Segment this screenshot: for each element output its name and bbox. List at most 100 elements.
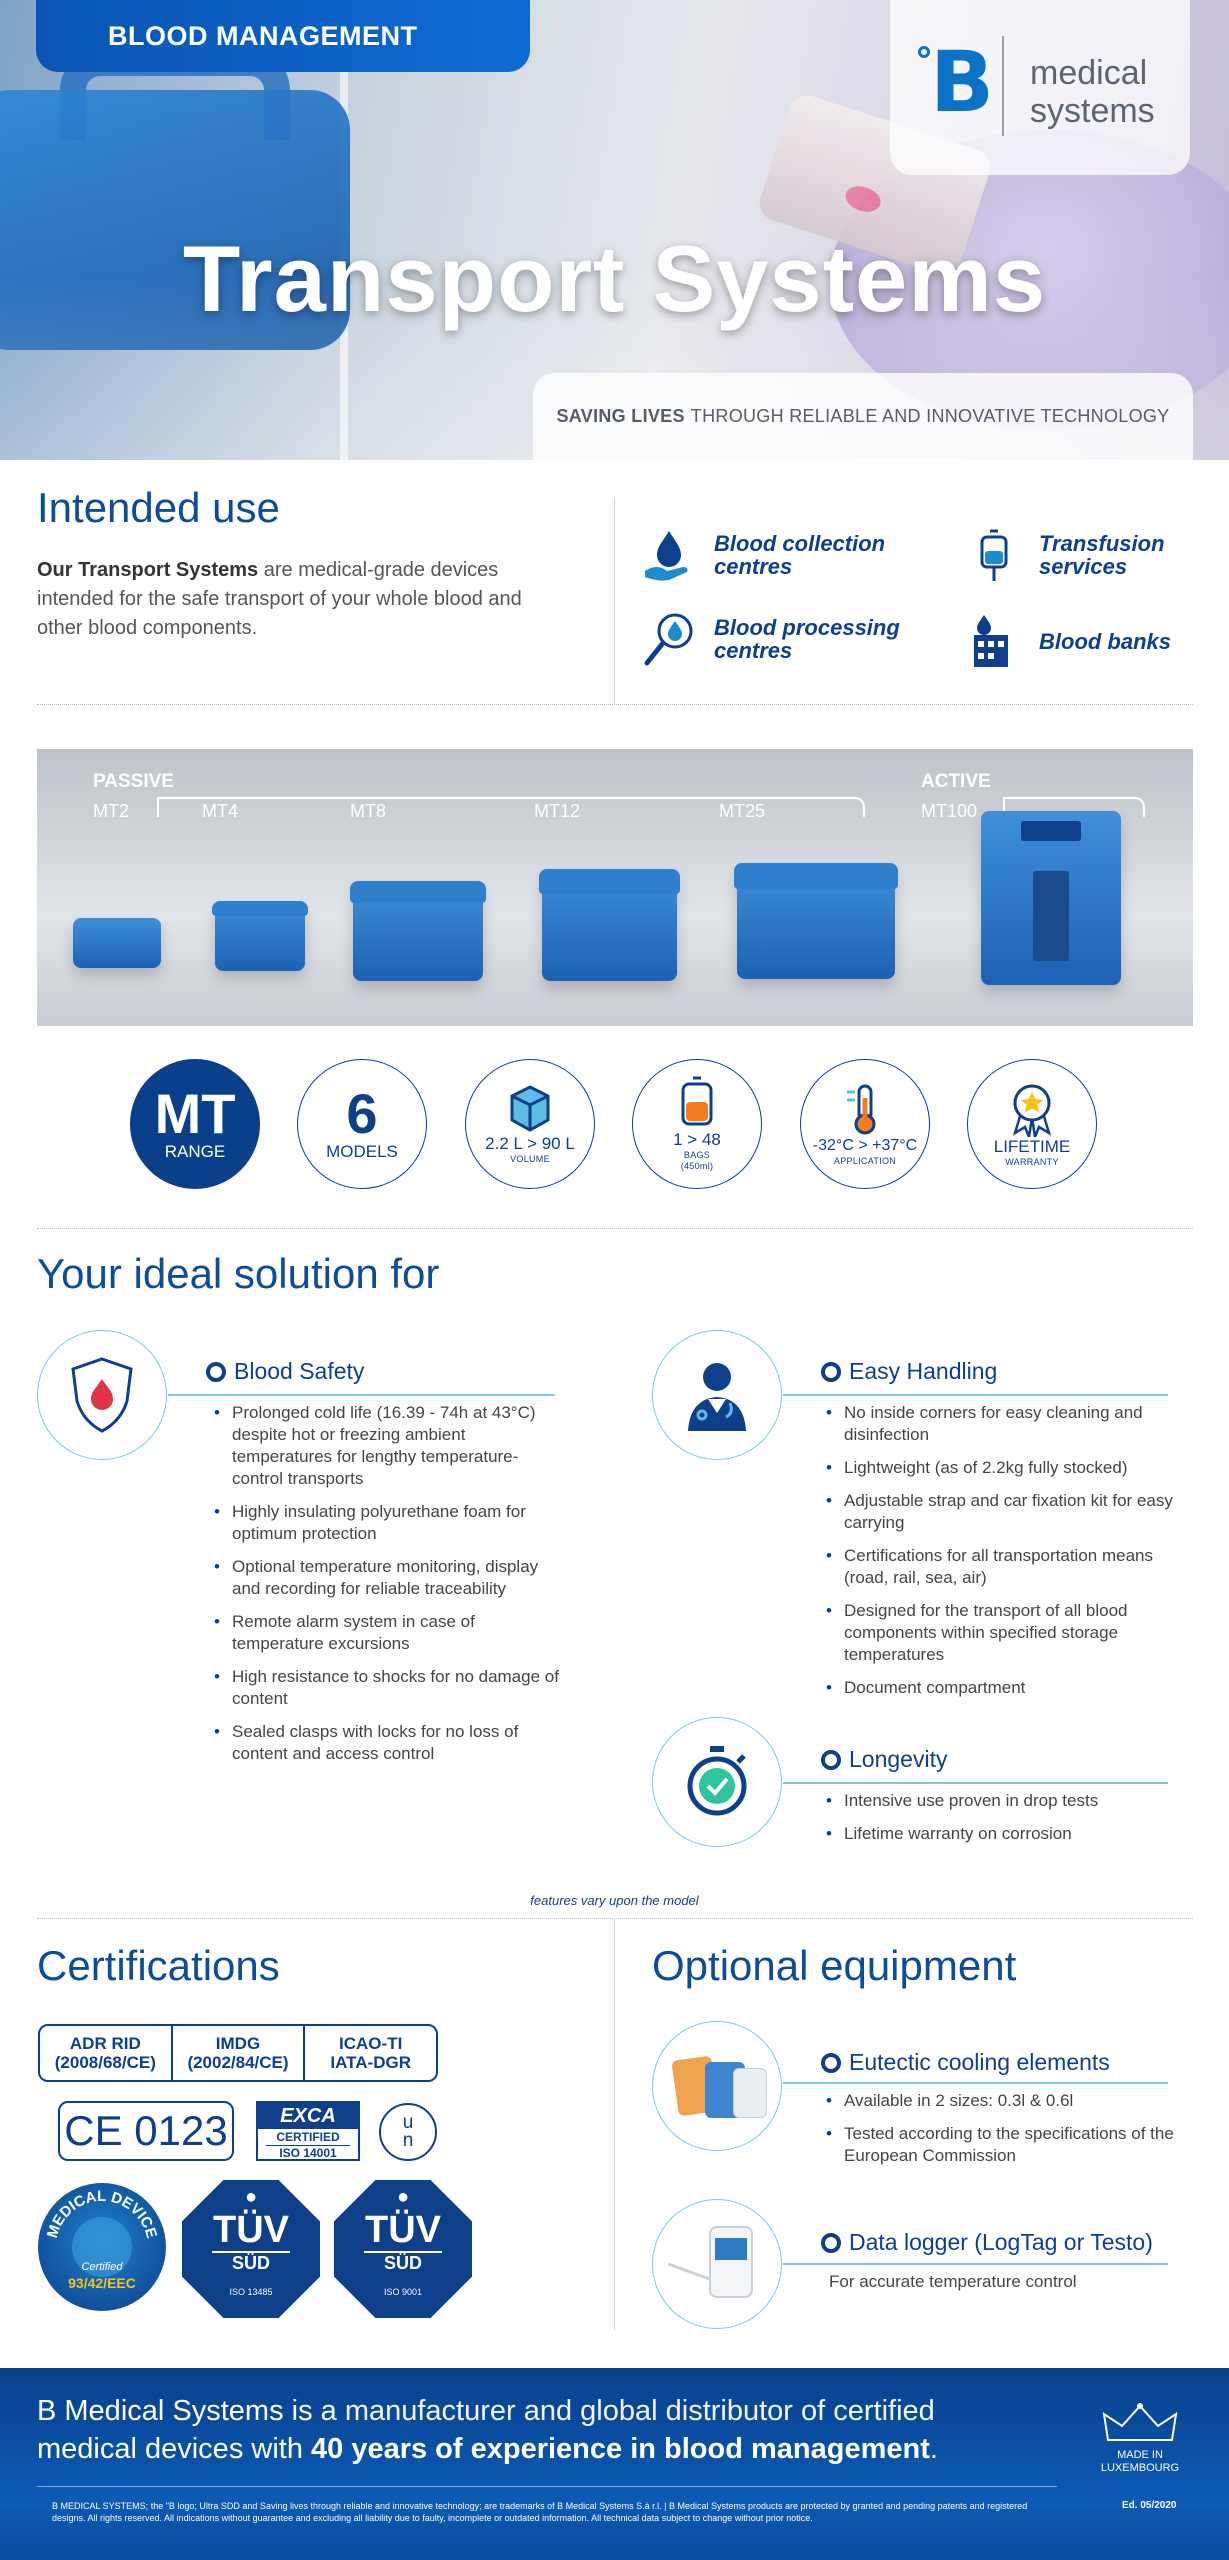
blood-bag-icon — [681, 1076, 713, 1126]
data-logger-desc: For accurate temperature control — [829, 2272, 1077, 2291]
longevity-badge — [652, 1717, 782, 1847]
list-item: Tested according to the specifications o… — [826, 2123, 1186, 2167]
easy-handling-title: Easy Handling — [821, 1358, 997, 1385]
list-item: Document compartment — [826, 1677, 1186, 1699]
stopwatch-check-icon — [687, 1746, 747, 1816]
product-mt8-image — [350, 881, 486, 981]
list-item: Certifications for all transportation me… — [826, 1545, 1186, 1589]
model-label: MT4 — [202, 801, 238, 821]
tagline-bold: SAVING LIVES — [556, 406, 685, 426]
un-mark: u n — [379, 2103, 437, 2161]
blood-safety-title: Blood Safety — [206, 1358, 364, 1385]
optional-equipment-heading: Optional equipment — [652, 1942, 1017, 1989]
eutectic-list: Available in 2 sizes: 0.3l & 0.6l Tested… — [826, 2090, 1186, 2178]
transfusion-bag-icon — [965, 526, 1023, 584]
bullet-ring-icon — [821, 1361, 841, 1382]
active-label: ACTIVE — [921, 771, 991, 792]
longevity-list: Intensive use proven in drop tests Lifet… — [826, 1790, 1186, 1856]
logo-line2: systems — [1030, 92, 1155, 130]
list-item: Remote alarm system in case of temperatu… — [214, 1611, 564, 1655]
bullet-ring-icon — [821, 1749, 841, 1770]
bullet-ring-icon — [206, 1361, 226, 1382]
product-mt2-image — [73, 918, 161, 968]
category-banner: BLOOD MANAGEMENT — [36, 0, 530, 72]
ce-mark: CE 0123 — [58, 2101, 234, 2161]
magnifier-drop-icon — [640, 610, 698, 668]
logo-line1: medical — [1030, 54, 1148, 92]
easy-handling-badge — [652, 1330, 782, 1460]
thermometer-icon — [847, 1084, 876, 1134]
stat-warranty: LIFETIME WARRANTY — [967, 1059, 1097, 1189]
data-logger-image — [652, 2199, 782, 2329]
stat-models: 6 MODELS — [297, 1059, 427, 1189]
stat-range: MT RANGE — [130, 1059, 260, 1189]
tuv-iso13485-badge: ● TÜV SÜD ISO 13485 — [182, 2180, 320, 2318]
certifications-heading: Certifications — [37, 1942, 280, 1989]
tagline: SAVING LIVES THROUGH RELIABLE AND INNOVA… — [533, 373, 1193, 460]
exca-iso14001-badge: EXCA CERTIFIED ISO 14001 — [256, 2101, 360, 2161]
divider — [37, 2486, 1057, 2487]
list-item: Intensive use proven in drop tests — [826, 1790, 1186, 1812]
divider — [37, 1918, 1193, 1919]
shield-drop-icon — [71, 1357, 133, 1433]
building-drop-icon — [965, 612, 1023, 670]
data-logger-title: Data logger (LogTag or Testo) — [821, 2229, 1153, 2256]
page-title: Transport Systems — [182, 226, 1047, 331]
edition-label: Ed. 05/2020 — [1122, 2500, 1177, 2511]
footer-statement: B Medical Systems is a manufacturer and … — [37, 2395, 938, 2465]
divider — [37, 1228, 1193, 1229]
longevity-title: Longevity — [821, 1746, 947, 1773]
made-in-luxembourg-badge: MADE IN LUXEMBOURG — [1090, 2400, 1190, 2480]
model-label: MT12 — [534, 801, 581, 821]
blood-safety-badge — [37, 1330, 167, 1460]
company-logo: B medical systems — [890, 0, 1190, 175]
regulation-cell: IMDG(2002/84/CE) — [173, 2026, 306, 2080]
model-label: MT100 — [921, 801, 978, 821]
divider — [614, 497, 615, 704]
eutectic-elements-image — [652, 2021, 782, 2151]
divider — [37, 704, 1193, 705]
crown-icon — [1102, 2403, 1178, 2441]
list-item: No inside corners for easy cleaning and … — [826, 1402, 1186, 1446]
model-label: MT8 — [350, 801, 386, 821]
list-item: Lifetime warranty on corrosion — [826, 1823, 1186, 1845]
stat-bags: 1 > 48 BAGS (450ml) — [632, 1059, 762, 1189]
stat-temperature: -32°C > +37°C APPLICATION — [800, 1059, 930, 1189]
blood-drop-hand-icon — [640, 526, 698, 584]
medical-device-seal: MEDICAL DEVICE Certified 93/42/EEC — [38, 2183, 166, 2311]
list-item: Available in 2 sizes: 0.3l & 0.6l — [826, 2090, 1186, 2112]
footer — [0, 2368, 1229, 2560]
list-item: Adjustable strap and car fixation kit fo… — [826, 1490, 1186, 1534]
use-blood-banks: Blood banks — [965, 612, 1171, 670]
b-logo-icon: B — [930, 33, 995, 131]
list-item: Highly insulating polyurethane foam for … — [214, 1501, 564, 1545]
list-item: Prolonged cold life (16.39 - 74h at 43°C… — [214, 1402, 564, 1490]
list-item: Lightweight (as of 2.2kg fully stocked) — [826, 1457, 1186, 1479]
list-item: High resistance to shocks for no damage … — [214, 1666, 564, 1710]
legal-notice: B MEDICAL SYSTEMS; the "B logo; Ultra SD… — [52, 2501, 1028, 2523]
intended-use-heading: Intended use — [37, 484, 280, 531]
cube-icon — [510, 1084, 550, 1132]
eutectic-title: Eutectic cooling elements — [821, 2049, 1110, 2076]
tagline-rest: THROUGH RELIABLE AND INNOVATIVE TECHNOLO… — [690, 406, 1170, 426]
list-item: Optional temperature monitoring, display… — [214, 1556, 564, 1600]
regulation-cell: ADR RID(2008/68/CE) — [40, 2026, 173, 2080]
list-item: Sealed clasps with locks for no loss of … — [214, 1721, 564, 1765]
model-label: MT2 — [93, 801, 129, 821]
bullet-ring-icon — [821, 2232, 841, 2253]
blood-safety-list: Prolonged cold life (16.39 - 74h at 43°C… — [214, 1402, 564, 1776]
product-mt25-image — [734, 863, 898, 979]
product-mt4-image — [212, 901, 308, 971]
award-icon — [1012, 1084, 1052, 1137]
model-label: MT25 — [719, 801, 766, 821]
divider — [614, 1918, 615, 2330]
doctor-icon — [688, 1363, 746, 1431]
footnote: features vary upon the model — [530, 1893, 699, 1908]
product-mt100-image — [981, 811, 1121, 985]
bullet-ring-icon — [821, 2052, 841, 2073]
easy-handling-list: No inside corners for easy cleaning and … — [826, 1402, 1186, 1710]
intended-use-text: Our Transport Systems are medical-grade … — [37, 559, 522, 639]
